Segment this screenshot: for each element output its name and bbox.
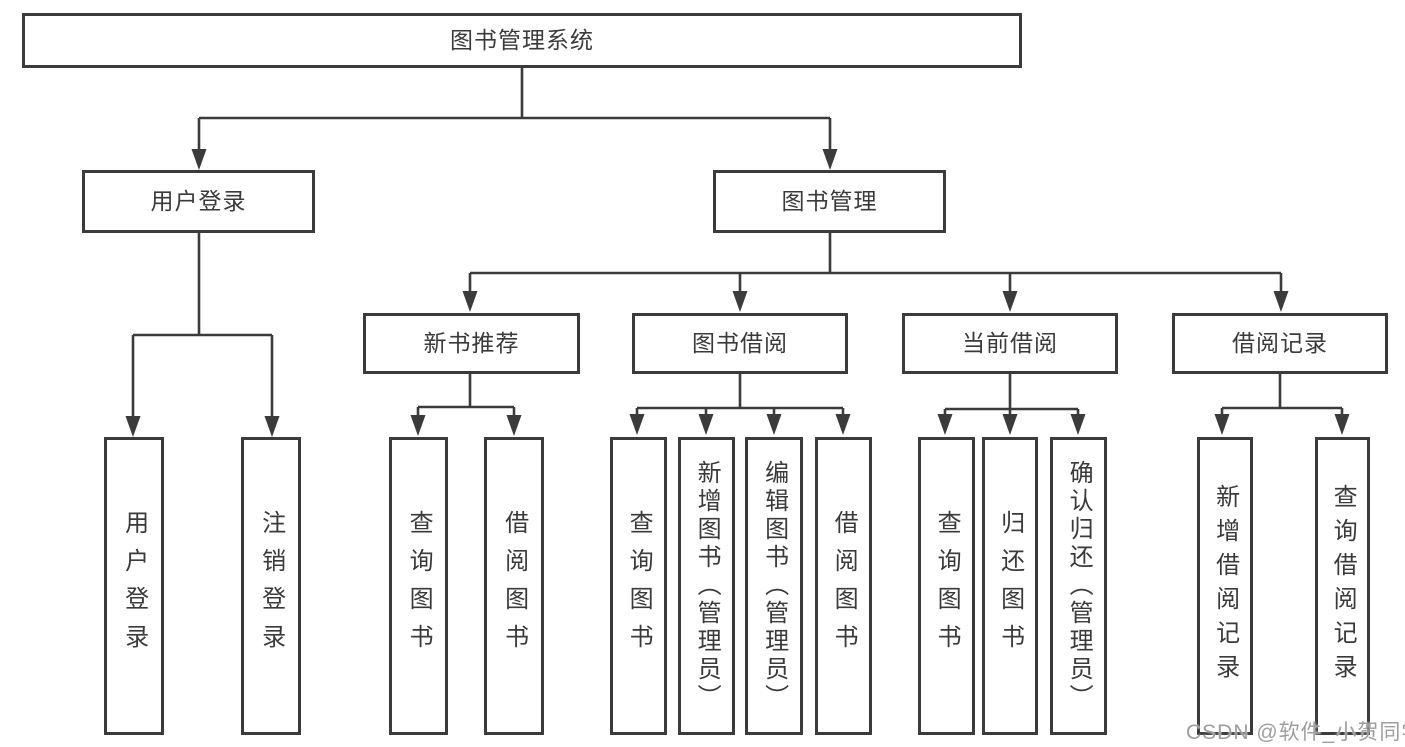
node-new-book-recommend-label: 新书推荐 bbox=[423, 330, 520, 356]
node-root: 图书管理系统 bbox=[22, 13, 1022, 68]
leaf-bb-add-books-admin: 新增图书（管理员） bbox=[678, 437, 735, 735]
leaf-nbr-borrow-books-label: 借阅图书 bbox=[500, 510, 528, 662]
leaf-bb-edit-books-admin-label: 编辑图书（管理员） bbox=[760, 460, 788, 712]
leaf-cb-return-books-label: 归还图书 bbox=[996, 510, 1024, 662]
node-borrowing-records: 借阅记录 bbox=[1172, 313, 1388, 374]
node-book-borrowing-label: 图书借阅 bbox=[692, 330, 788, 356]
leaf-br-add-record: 新增借阅记录 bbox=[1197, 437, 1253, 735]
node-user-login: 用户登录 bbox=[82, 170, 315, 233]
leaf-br-query-record-label: 查询借阅记录 bbox=[1329, 484, 1357, 688]
leaf-bb-borrow-books-label: 借阅图书 bbox=[830, 510, 858, 662]
node-book-management-label: 图书管理 bbox=[781, 188, 878, 214]
leaf-logout-login: 注销登录 bbox=[241, 437, 301, 735]
leaf-nbr-query-books-label: 查询图书 bbox=[405, 510, 433, 662]
leaf-user-login-label: 用户登录 bbox=[120, 510, 148, 662]
node-current-borrowing-label: 当前借阅 bbox=[962, 330, 1058, 356]
node-book-borrowing: 图书借阅 bbox=[632, 313, 848, 374]
node-borrowing-records-label: 借阅记录 bbox=[1232, 330, 1328, 356]
node-user-login-label: 用户登录 bbox=[150, 188, 247, 214]
leaf-nbr-borrow-books: 借阅图书 bbox=[484, 437, 544, 735]
leaf-nbr-query-books: 查询图书 bbox=[389, 437, 448, 735]
leaf-cb-query-books-label: 查询图书 bbox=[933, 510, 961, 662]
leaf-br-query-record: 查询借阅记录 bbox=[1315, 437, 1370, 735]
leaf-cb-confirm-return-admin-label: 确认归还（管理员） bbox=[1065, 460, 1093, 712]
csdn-watermark: CSDN @软件_小贺同学 bbox=[1186, 721, 1405, 744]
leaf-bb-borrow-books: 借阅图书 bbox=[815, 437, 872, 735]
node-book-management: 图书管理 bbox=[713, 170, 946, 233]
leaf-user-login: 用户登录 bbox=[104, 437, 164, 735]
leaf-bb-query-books-label: 查询图书 bbox=[625, 510, 653, 662]
leaf-logout-login-label: 注销登录 bbox=[257, 510, 285, 662]
leaf-bb-add-books-admin-label: 新增图书（管理员） bbox=[693, 460, 721, 712]
leaf-cb-query-books: 查询图书 bbox=[918, 437, 975, 735]
leaf-br-add-record-label: 新增借阅记录 bbox=[1211, 484, 1239, 688]
leaf-bb-query-books: 查询图书 bbox=[610, 437, 667, 735]
leaf-bb-edit-books-admin: 编辑图书（管理员） bbox=[745, 437, 803, 735]
node-current-borrowing: 当前借阅 bbox=[902, 313, 1118, 374]
leaf-cb-confirm-return-admin: 确认归还（管理员） bbox=[1050, 437, 1107, 735]
node-new-book-recommend: 新书推荐 bbox=[363, 313, 580, 374]
node-root-label: 图书管理系统 bbox=[450, 27, 594, 53]
leaf-cb-return-books: 归还图书 bbox=[982, 437, 1038, 735]
